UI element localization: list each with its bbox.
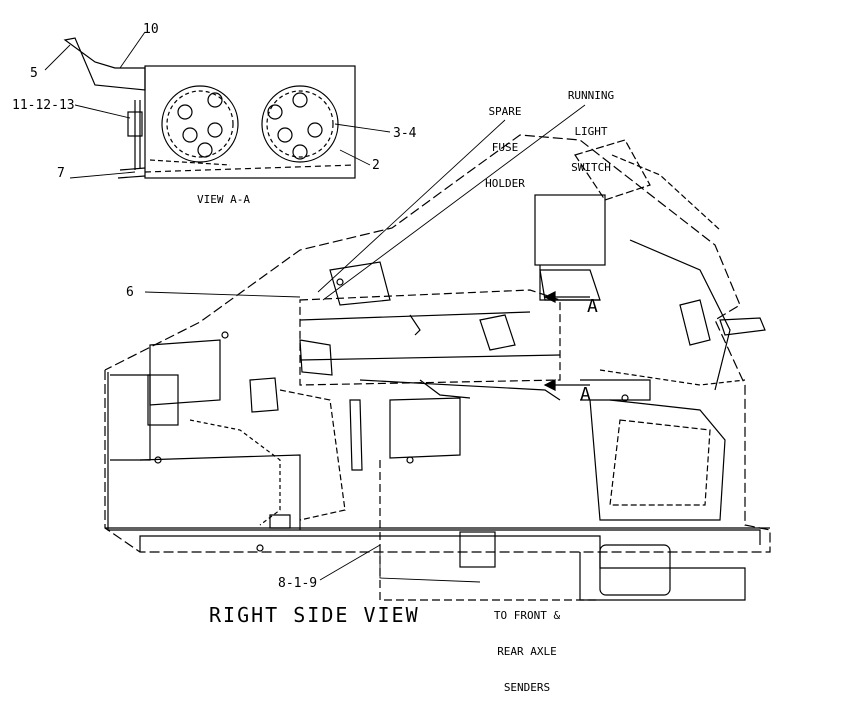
note-line: RUNNING (567, 89, 615, 102)
callout-2: 2 (372, 158, 380, 173)
note-line: SENDERS (503, 681, 551, 694)
callout-6: 6 (126, 285, 134, 300)
note-line: SPARE (488, 105, 522, 118)
callout-11-12-13: 11-12-13 (12, 98, 75, 113)
callout-3-4: 3-4 (393, 126, 417, 141)
detail-view-a-a (63, 37, 356, 179)
note-line: LIGHT (574, 125, 608, 138)
note-line: TO FRONT & (493, 609, 561, 622)
note-line: FUSE (491, 141, 519, 154)
note-line: HOLDER (485, 177, 525, 190)
section-marker-a-lower: A (580, 384, 591, 405)
detail-view-label: VIEW A-A (197, 193, 250, 206)
callout-5: 5 (30, 66, 38, 81)
view-title: RIGHT SIDE VIEW (209, 603, 420, 627)
callout-7: 7 (57, 166, 65, 181)
note-axle-senders: TO FRONT & REAR AXLE SENDERS (484, 586, 570, 706)
leader-lines (44, 31, 586, 583)
machine-outline (104, 134, 771, 601)
callout-10: 10 (143, 22, 159, 37)
note-spare-fuse-holder: SPARE FUSE HOLDER (480, 82, 530, 202)
note-running-light-switch: RUNNING LIGHT SWITCH (560, 66, 622, 186)
section-arrows (543, 291, 590, 391)
note-line: SWITCH (571, 161, 611, 174)
wiring-harness-drawing (44, 31, 771, 601)
section-marker-a-upper: A (587, 296, 598, 317)
callout-8-1-9: 8-1-9 (278, 576, 318, 591)
note-line: REAR AXLE (497, 645, 557, 658)
